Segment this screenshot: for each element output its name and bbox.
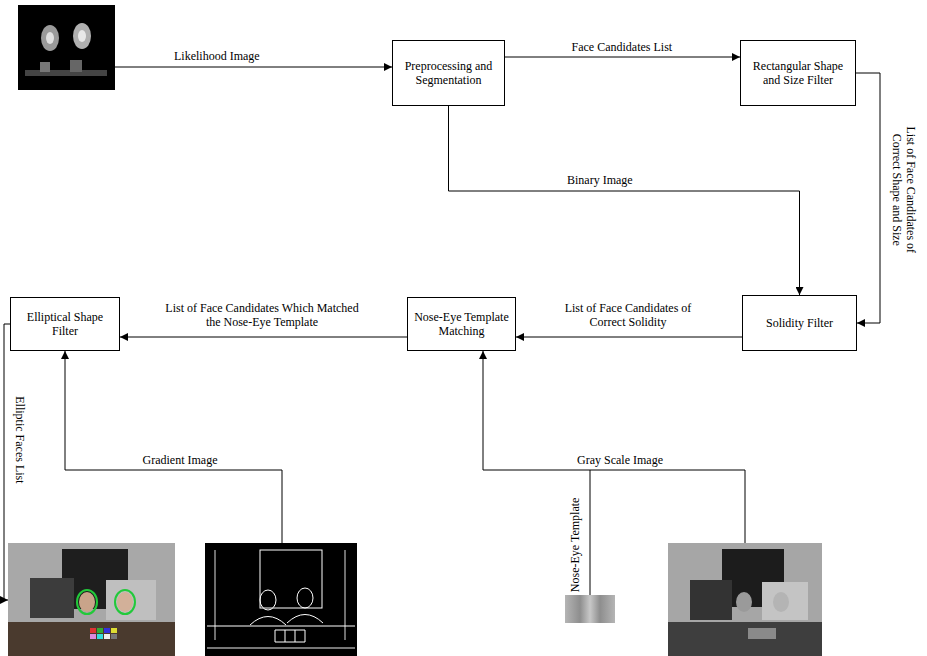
box-text: Preprocessing and Segmentation xyxy=(399,59,498,88)
process-box: Preprocessing and Segmentation xyxy=(392,40,505,106)
leader-line xyxy=(590,470,591,595)
box-text: Rectangular Shape and Size Filter xyxy=(747,59,849,88)
image-label: Nose-Eye Template xyxy=(569,496,583,595)
edge-label: List of Face Candidates of Correct Solid… xyxy=(556,302,700,330)
flow-arrow xyxy=(449,106,800,295)
leader-line xyxy=(483,351,745,543)
flow-arrow xyxy=(505,57,740,58)
template-image xyxy=(565,595,615,623)
process-box: Rectangular Shape and Size Filter xyxy=(740,40,856,106)
image-label: Elliptic Faces List xyxy=(11,394,25,485)
leader-line xyxy=(4,324,10,600)
process-box: Solidity Filter xyxy=(742,295,857,351)
edge-label: Face Candidates List xyxy=(570,41,675,55)
leader-line xyxy=(115,67,392,68)
flow-arrow xyxy=(120,337,407,338)
box-text: Solidity Filter xyxy=(766,316,833,330)
box-text: Elliptical Shape Filter xyxy=(17,310,113,339)
gradient-image xyxy=(205,543,357,656)
process-box: Elliptical Shape Filter xyxy=(10,297,120,351)
flow-arrow xyxy=(516,337,742,338)
leader-line xyxy=(65,351,282,543)
flow-arrow xyxy=(856,73,880,323)
image-label: Likelihood Image xyxy=(172,50,262,64)
likelihood-image xyxy=(18,5,115,90)
image-label: Gradient Image xyxy=(141,454,220,468)
edge-label: Binary Image xyxy=(565,174,635,188)
grayscale-image xyxy=(668,543,822,656)
box-text: Nose-Eye Template Matching xyxy=(414,310,509,339)
edge-label: List of Face Candidates of Correct Shape… xyxy=(889,113,917,267)
edge-label: List of Face Candidates Which Matched th… xyxy=(160,302,364,330)
result-image xyxy=(8,543,175,656)
image-label: Gray Scale Image xyxy=(575,454,665,468)
process-box: Nose-Eye Template Matching xyxy=(407,297,516,351)
